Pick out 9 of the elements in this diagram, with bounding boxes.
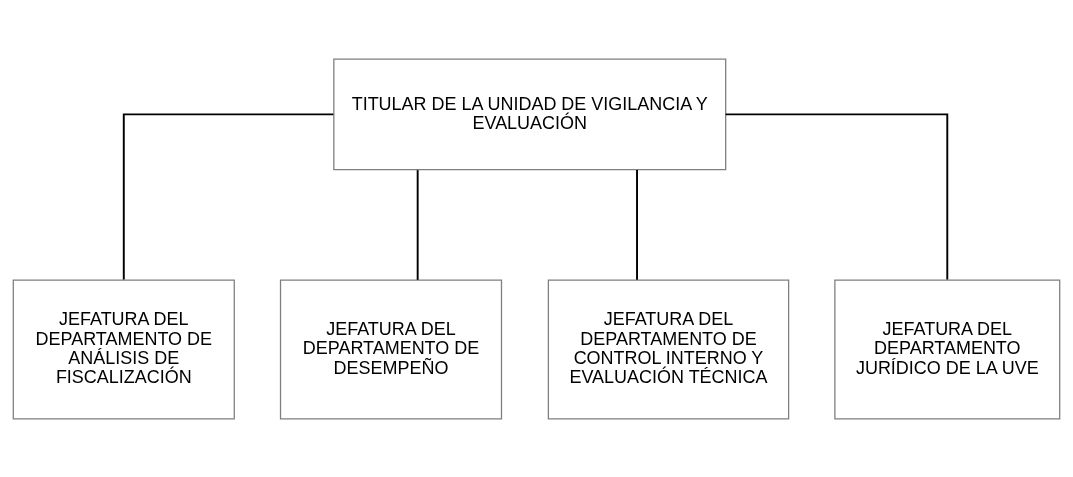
node-box: JEFATURA DEL DEPARTAMENTO DE ANÁLISIS DE FISCALIZACIÓN: [12, 278, 235, 419]
node-box: JEFATURA DEL DEPARTAMENTO DE CONTROL INTERNO Y EVALUACIÓN TÉCNICA: [547, 278, 790, 419]
connector: [122, 112, 335, 281]
node-box: JEFATURA DEL DEPARTAMENTO DE DESEMPEÑO: [279, 278, 503, 419]
connector: [724, 112, 949, 281]
connector: [416, 168, 419, 281]
connector: [636, 168, 638, 281]
node-box: JEFATURA DEL DEPARTAMENTO JURÍDICO DE LA UVE: [834, 278, 1061, 419]
node-box: TITULAR DE LA UNIDAD DE VIGILANCIA Y EVALUACIÓN: [333, 58, 727, 170]
